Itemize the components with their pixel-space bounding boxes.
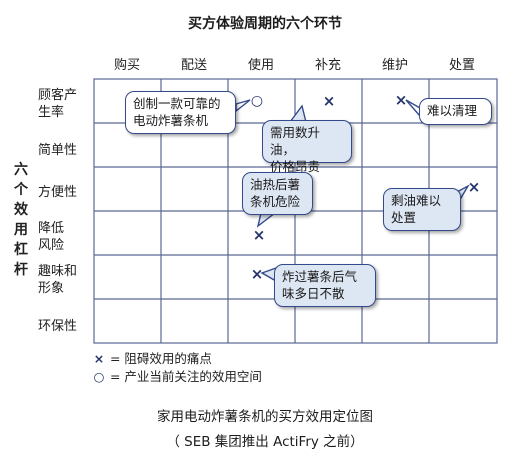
side-label: 六个效用杠杆 [14, 162, 28, 278]
callout-reliable-fryer: 创制一款可靠的电动炸薯条机 [125, 91, 236, 134]
col-label-maintain: 维护 [381, 58, 408, 73]
callout-smell: 炸过薯条后气味多日不散 [274, 264, 376, 307]
legend-circle: ○ = 产业当前关注的效用空间 [93, 369, 262, 384]
cross-mark-leftover: × [467, 178, 481, 196]
row-label-risk: 降低风险 [38, 221, 65, 253]
circle-mark-reliable: ○ [250, 93, 264, 109]
legend-cross: × = 阻碍效用的痛点 [93, 351, 212, 366]
circle-icon: ○ [93, 369, 105, 384]
col-label-use: 使用 [247, 58, 274, 73]
cross-icon: × [93, 351, 105, 366]
col-label-supplement: 补充 [314, 58, 341, 73]
row-label-convenience: 方便性 [38, 185, 78, 200]
cross-mark-smell: × [250, 265, 264, 283]
callout-hard-clean: 难以清理 [419, 98, 492, 125]
row-label-eco: 环保性 [38, 319, 78, 334]
row-label-productivity: 顾客产生率 [38, 88, 78, 120]
callout-leftover-oil: 剩油难以处置 [383, 188, 461, 231]
col-label-purchase: 购买 [113, 58, 140, 73]
cross-mark-hard-clean: × [394, 91, 408, 109]
row-label-fun-image: 趣味和形象 [38, 264, 78, 296]
caption-subtitle: （ SEB 集团推出 ActiFry 之前） [166, 434, 364, 450]
cross-mark-danger: × [252, 226, 266, 244]
caption-title: 家用电动炸薯条机的买方效用定位图 [157, 409, 373, 425]
row-label-simplicity: 简单性 [38, 143, 78, 158]
chart-title: 买方体验周期的六个环节 [188, 16, 342, 32]
col-label-delivery: 配送 [180, 58, 207, 73]
callout-oil-cost: 需用数升油，价格昂贵 [262, 120, 352, 174]
callout-danger: 油热后薯条机危险 [242, 172, 313, 215]
col-label-dispose: 处置 [448, 58, 475, 73]
cross-mark-oil-cost: × [322, 92, 336, 110]
